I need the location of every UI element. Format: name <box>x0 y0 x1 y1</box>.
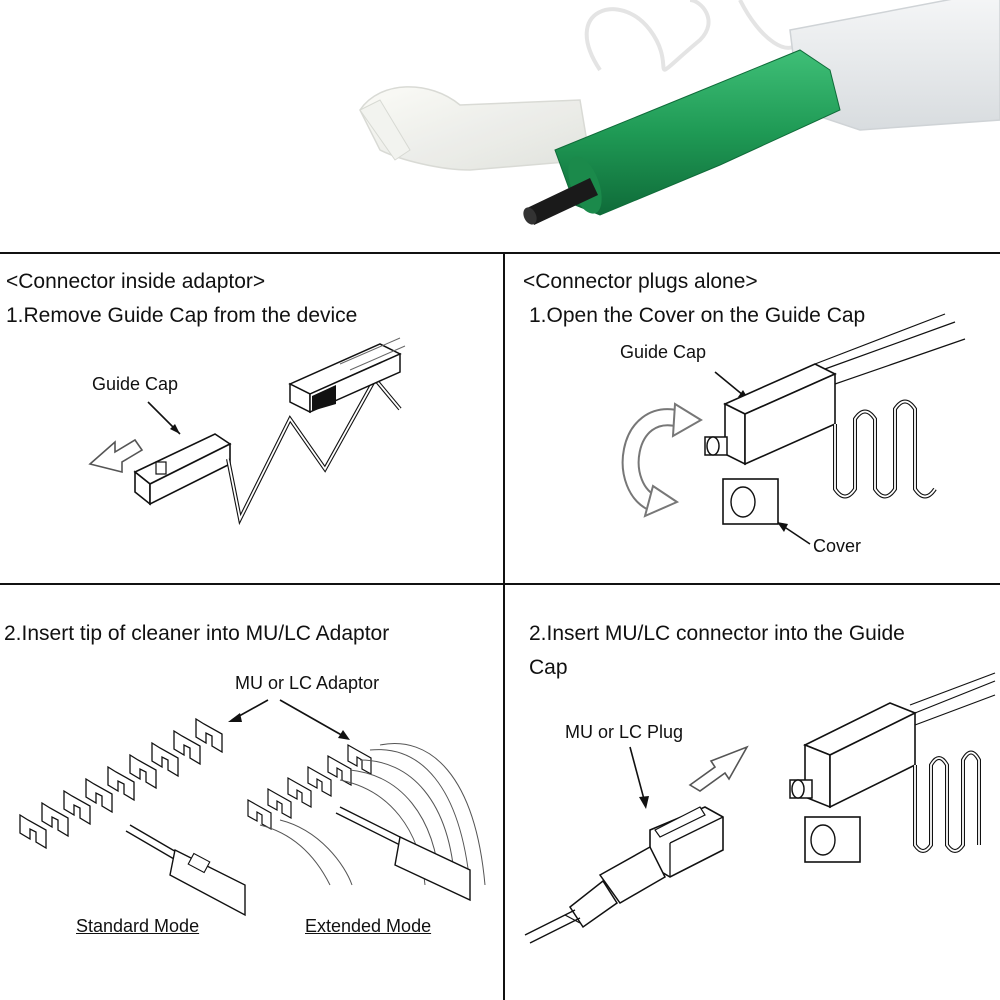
plug-label: MU or LC Plug <box>565 722 684 742</box>
remove-guide-cap-illustration <box>88 337 406 526</box>
standard-mode-label: Standard Mode <box>76 916 200 936</box>
step-text: 2.Insert tip of cleaner into MU/LC Adapt… <box>4 622 390 645</box>
guide-cap-label: Guide Cap <box>92 374 179 394</box>
panel-connector-inside-adaptor: <Connector inside adaptor> 1.Remove Guid… <box>0 254 503 583</box>
grid-vertical-divider <box>503 252 505 1000</box>
cleaner-product-photo <box>359 0 1000 225</box>
step-text-line2: Cap <box>529 656 568 679</box>
section-title: <Connector inside adaptor> <box>6 270 266 293</box>
plug-insertion-illustration <box>524 672 996 944</box>
cover-label: Cover <box>813 536 862 556</box>
panel-insert-tip-into-adaptor: 2.Insert tip of cleaner into MU/LC Adapt… <box>0 585 503 1000</box>
panel-insert-connector-into-guide-cap: 2.Insert MU/LC connector into the Guide … <box>505 585 1000 1000</box>
step-text: 1.Open the Cover on the Guide Cap <box>529 304 866 327</box>
open-cover-illustration <box>621 313 966 545</box>
extended-mode-label: Extended Mode <box>305 916 432 936</box>
panel-connector-plugs-alone: <Connector plugs alone> 1.Open the Cover… <box>505 254 1000 583</box>
step-text: 1.Remove Guide Cap from the device <box>6 304 358 327</box>
adaptor-label: MU or LC Adaptor <box>235 673 380 693</box>
section-title: <Connector plugs alone> <box>523 270 758 293</box>
grid-horizontal-middle <box>0 583 1000 585</box>
adaptor-insertion-illustration <box>19 699 486 917</box>
grid-horizontal-top <box>0 252 1000 254</box>
guide-cap-label: Guide Cap <box>620 342 707 362</box>
step-text-line1: 2.Insert MU/LC connector into the Guide <box>529 622 905 645</box>
